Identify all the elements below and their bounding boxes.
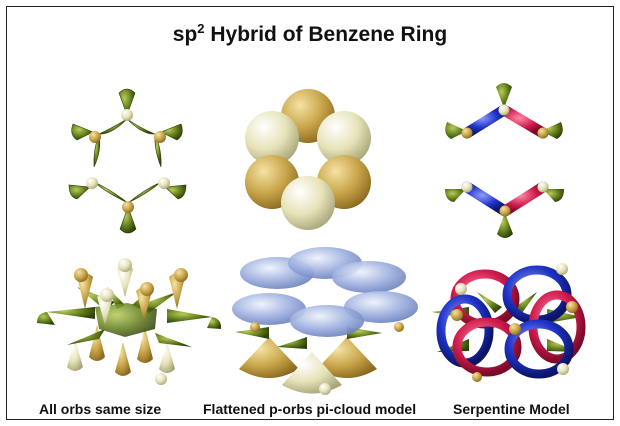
caption-right: Serpentine Model [453, 401, 570, 417]
caption-middle: Flattened p-orbs pi-cloud model [203, 401, 417, 417]
panel-middle-bottom [232, 247, 418, 395]
orbital-illustrations [37, 83, 586, 395]
panel-left-top [68, 88, 187, 234]
panel-right-bottom [432, 263, 586, 382]
caption-left: All orbs same size [39, 401, 162, 417]
panel-middle-top [245, 89, 371, 230]
panel-left-bottom [37, 258, 222, 385]
diagram-title: sp2 Hybrid of Benzene Ring [172, 21, 448, 46]
panel-right-top [445, 83, 564, 238]
diagram-frame: sp2 Hybrid of Benzene Ring [6, 6, 614, 420]
